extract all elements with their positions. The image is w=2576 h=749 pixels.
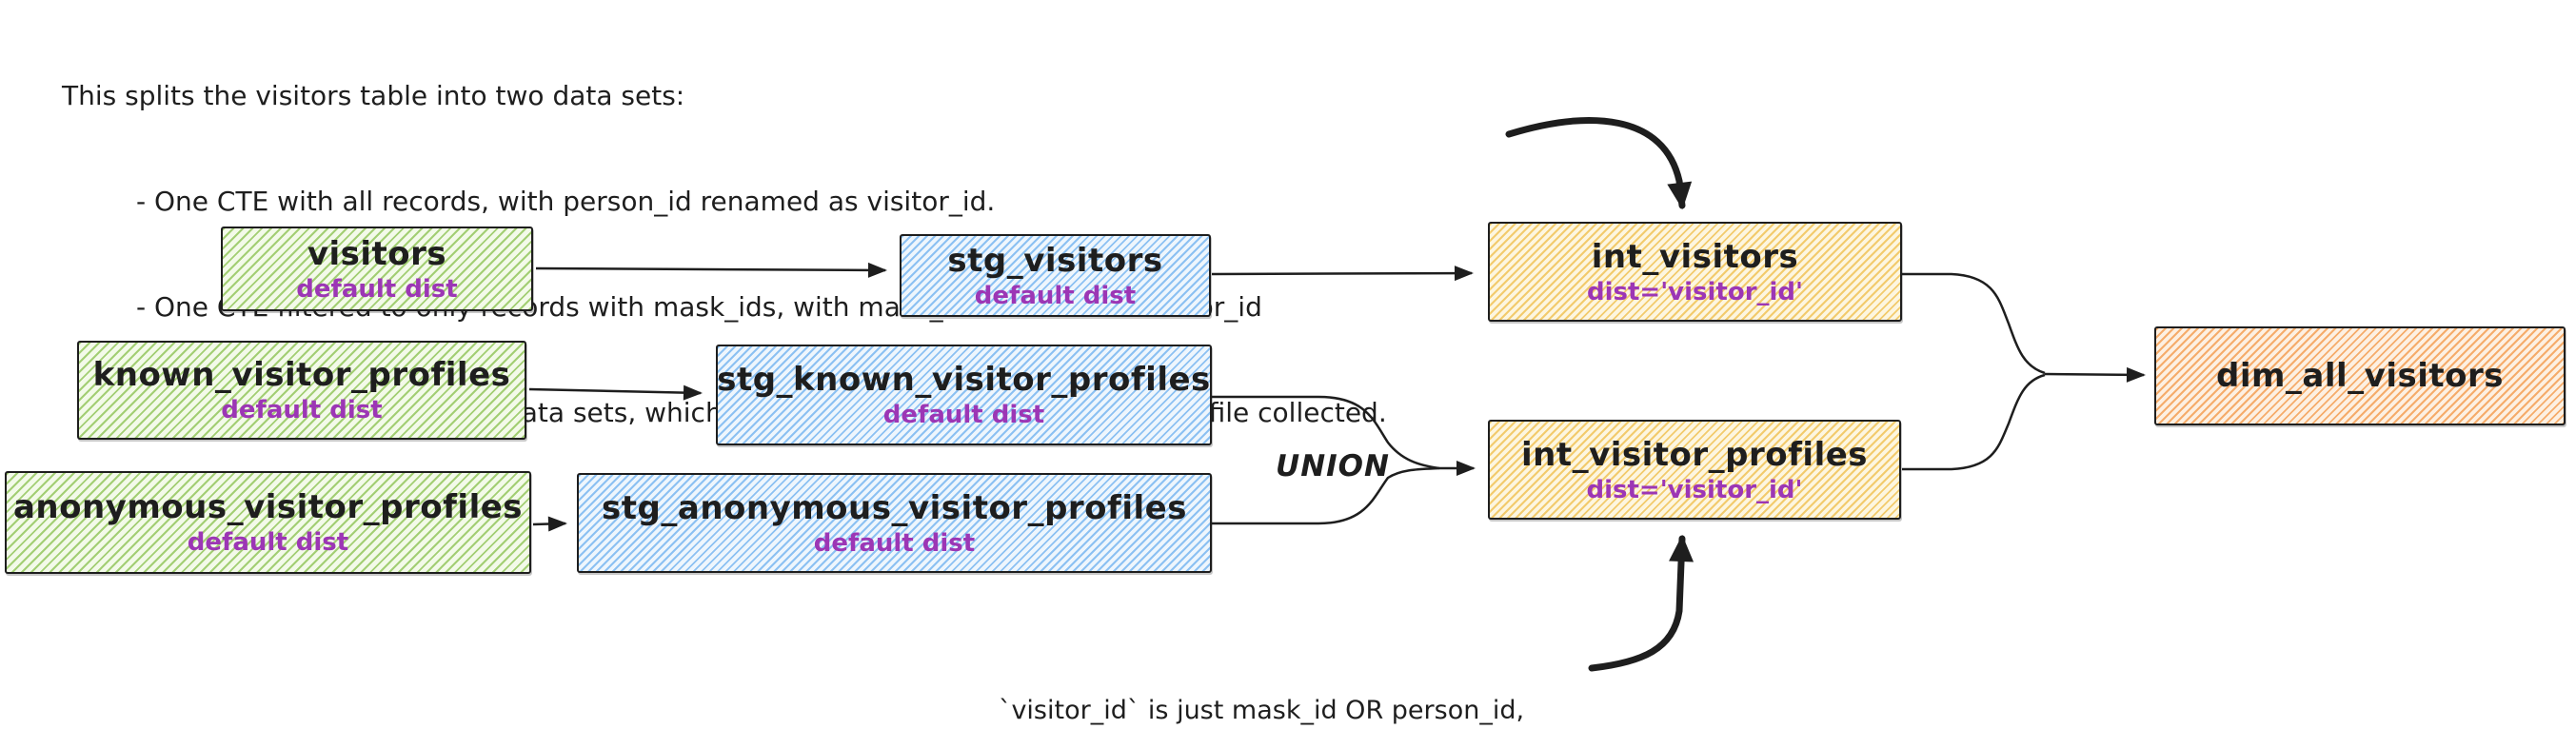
node-title: known_visitor_profiles [92,356,511,394]
node-title: anonymous_visitor_profiles [12,488,524,526]
node-subtitle: default dist [296,274,458,304]
node-title: stg_anonymous_visitor_profiles [602,488,1187,527]
node-subtitle: default dist [813,528,976,558]
node-subtitle: default dist [974,281,1137,310]
node-anonymous-visitor-profiles: anonymous_visitor_profiles default dist [5,471,531,574]
node-title: int_visitors [1591,237,1799,276]
node-int-visitor-profiles: int_visitor_profiles dist='visitor_id' [1488,420,1901,520]
node-known-visitor-profiles: known_visitor_profiles default dist [77,341,526,440]
edge-int-visitors-to-merge [1902,272,2046,375]
node-title: stg_visitors [947,241,1163,280]
node-subtitle: dist='visitor_id' [1586,475,1803,504]
node-title: dim_all_visitors [2216,357,2504,395]
top-annotation-line-1: This splits the visitors table into two … [62,80,685,111]
arrow-anonymous-profiles-to-stg-anonymous-profiles [532,516,567,532]
arrow-merge-to-dim-all-visitors [2044,366,2146,383]
edge-int-visitor-profiles-to-merge [1902,373,2046,471]
bottom-annotation-line-1: `visitor_id` is just mask_id OR person_i… [998,696,1525,725]
top-annotation-line-2: - One CTE with all records, with person_… [136,186,996,217]
node-title: stg_known_visitor_profiles [717,361,1211,399]
node-subtitle: default dist [221,396,383,424]
node-int-visitors: int_visitors dist='visitor_id' [1488,222,1902,322]
callout-arrow-bottom-annotation-to-int-visitor-profiles [1588,535,1694,672]
callout-arrow-top-annotation-to-int-visitors [1505,117,1693,209]
node-subtitle: default dist [882,401,1045,429]
node-title: int_visitor_profiles [1520,435,1869,474]
node-visitors: visitors default dist [221,227,533,311]
node-dim-all-visitors: dim_all_visitors [2154,326,2566,425]
node-subtitle: default dist [187,528,349,557]
node-subtitle: dist='visitor_id' [1586,277,1804,306]
union-label: UNION [1276,449,1390,483]
node-stg-anonymous-visitor-profiles: stg_anonymous_visitor_profiles default d… [577,473,1212,573]
node-stg-visitors: stg_visitors default dist [900,234,1211,317]
bottom-annotation: `visitor_id` is just mask_id OR person_i… [933,621,1590,749]
node-title: visitors [307,234,447,273]
node-stg-known-visitor-profiles: stg_known_visitor_profiles default dist [716,345,1212,445]
